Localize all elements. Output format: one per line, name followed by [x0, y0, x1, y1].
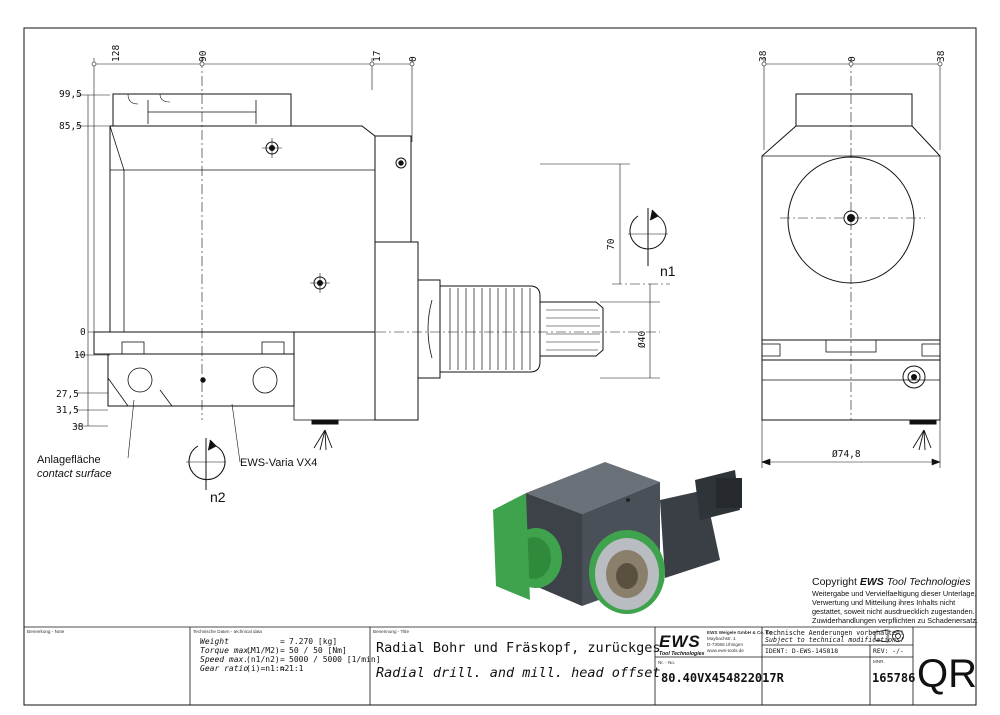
title-english: Radial drill. and mill. head offset — [376, 665, 660, 681]
qr-mark: QR — [917, 652, 977, 696]
spindle-flange — [417, 279, 441, 379]
copyright-heading: Copyright EWS Tool Technologies — [812, 576, 971, 588]
housing-body — [109, 125, 376, 333]
dim-left-0: 0 — [80, 327, 86, 338]
dim-diameter-74-8: Ø74,8 — [832, 449, 861, 460]
dim-top-90: 90 — [198, 50, 209, 62]
change-note-en: Subject to technical modifications! — [765, 636, 904, 644]
designation-label: Benennung - Title — [373, 629, 409, 634]
coolant-symbol-side — [912, 429, 932, 451]
part-number: 80.40VX454822017R — [661, 671, 785, 685]
dim-left-10: 10 — [74, 350, 86, 361]
label-variant: EWS-Varia VX4 — [240, 457, 317, 469]
ribbed-cylinder — [439, 285, 541, 373]
svg-text:EWS: EWS — [659, 632, 701, 651]
base-plate — [93, 331, 295, 355]
company-line: Maybachstr. 1 — [707, 636, 736, 641]
svg-text:=: = — [280, 646, 285, 655]
spec-name: Torque max. — [200, 646, 253, 655]
revision: REV: -/- — [873, 647, 904, 655]
front-hole-lower — [310, 273, 330, 293]
change-note-de: Technische Aenderungen vorbehalten! — [765, 629, 904, 637]
ident-number: IDENT: D-EWS-145818 — [765, 647, 838, 655]
spec-name: Weight — [200, 637, 229, 646]
label-n1: n1 — [660, 263, 676, 279]
isometric-render — [493, 462, 742, 614]
title-block — [24, 626, 976, 705]
side-coolant-port — [902, 365, 926, 389]
label-n2: n2 — [210, 489, 226, 505]
copyright-line-1: Weitergabe und Vervielfaeltigung dieser … — [812, 589, 977, 598]
spec-name: Gear ratio — [200, 664, 248, 673]
dim-top-17: 17 — [372, 51, 383, 62]
svg-text:=: = — [280, 664, 285, 673]
company-line: www.ews-tools.de — [707, 648, 744, 653]
svg-text:Tool Technologies: Tool Technologies — [659, 651, 705, 657]
dim-left-27-5: 27,5 — [56, 389, 79, 400]
title-german: Radial Bohr und Fräskopf, zurückges — [376, 640, 660, 656]
dim-diameter-40: Ø40 — [637, 331, 648, 348]
copyright-line-4: Zuwiderhandlungen verpflichten zu Schade… — [812, 616, 978, 625]
dim-left-85-5: 85,5 — [59, 121, 82, 132]
side-dimensions — [761, 58, 943, 468]
side-clamp-block — [795, 93, 913, 127]
dim-top-0: 0 — [408, 56, 419, 62]
technical-data-label: Technische Daten - technical data — [193, 629, 262, 634]
spec-value: 1:1 — [289, 664, 304, 673]
label-contact-surface-en: contact surface — [37, 468, 112, 480]
side-view — [761, 58, 941, 451]
dim-left-99-5: 99,5 — [59, 89, 82, 100]
contact-surface-leader — [127, 399, 135, 459]
copyright-line-2: Verwertung und Mitteilung ihres Inhalts … — [812, 598, 955, 607]
svg-text:=: = — [280, 655, 285, 664]
company-line: D-73066 Uhingen — [707, 642, 743, 647]
dim-side-38-left: 38 — [758, 50, 769, 62]
dim-top-128: 128 — [111, 45, 122, 62]
splined-shaft — [539, 301, 604, 357]
label-contact-surface-de: Anlagefläche — [37, 454, 101, 466]
side-plate-hole — [395, 157, 407, 169]
spec-value: 5000 / 5000 [1/min] — [289, 655, 381, 664]
rotation-symbol-n2 — [186, 438, 226, 490]
ews-logo: EWS Tool Technologies — [659, 632, 705, 657]
drawing-frame — [23, 27, 977, 706]
number-label: Nr. - No. — [658, 660, 675, 665]
front-dimensions — [76, 58, 660, 427]
spec-value: 50 / 50 [Nm] — [289, 646, 347, 655]
side-plate — [374, 135, 412, 243]
mnr-number: 165786 — [872, 671, 915, 685]
spec-name: Speed max. — [200, 655, 248, 664]
dim-side-38-right: 38 — [936, 50, 947, 62]
front-view — [88, 58, 670, 451]
remark-label: Bemerkung - Note — [27, 629, 65, 634]
spec-value: 7.270 [kg] — [289, 637, 337, 646]
front-hole-upper — [262, 138, 282, 158]
dim-side-0: 0 — [847, 56, 858, 62]
spec-list: Weight = 7.270 [kg] Torque max. (M1/M2) … — [200, 637, 381, 673]
rotation-symbol-n1 — [628, 208, 668, 266]
spec-cond: (n1/n2) — [246, 655, 280, 664]
dim-left-31-5: 31,5 — [56, 405, 79, 416]
mnr-label: MNR. — [873, 659, 885, 664]
spec-cond: (i)=n1:n2 — [246, 664, 290, 673]
coolant-symbol-front — [313, 429, 333, 451]
company-line: EWS Weigele GmbH & Co. KG — [707, 630, 773, 635]
copyright-line-3: gestattet, soweit nicht ausdruecklich zu… — [812, 607, 975, 616]
dim-70: 70 — [606, 238, 617, 250]
spec-cond: (M1/M2) — [246, 646, 280, 655]
dim-left-38: 38 — [72, 422, 84, 433]
svg-text:=: = — [280, 637, 285, 646]
variant-leader — [231, 403, 241, 463]
